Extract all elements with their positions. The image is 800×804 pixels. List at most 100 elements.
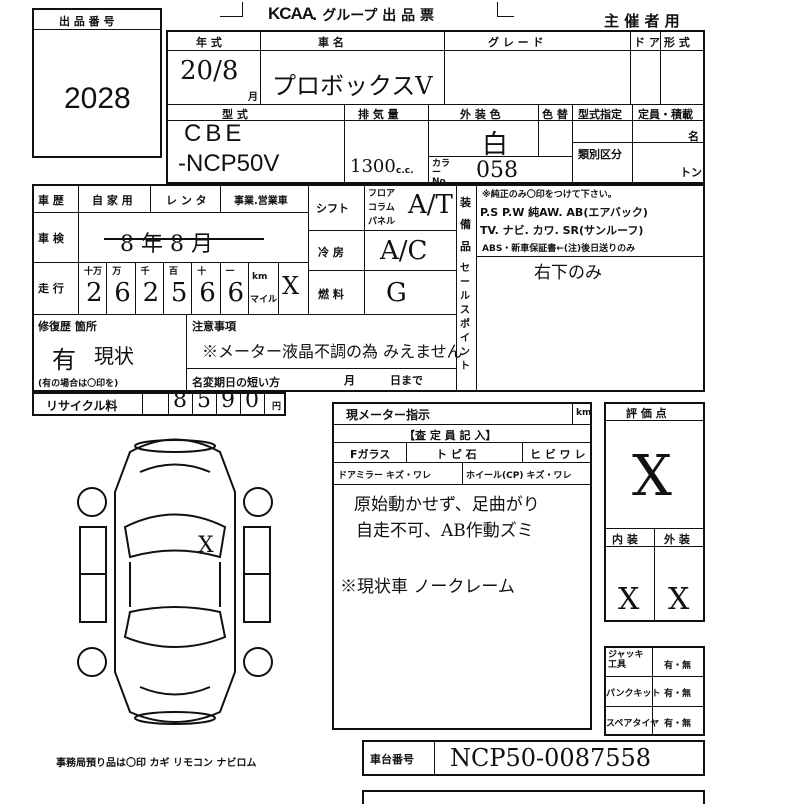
- shift-option-column: コラム: [368, 203, 395, 213]
- interior-label: 内 装: [612, 533, 638, 546]
- puncture-kit-label: パンクキット: [606, 689, 661, 699]
- mileage-digit-header: 十: [197, 267, 207, 277]
- lot-number-label: 出 品 番 号: [59, 15, 115, 28]
- model-label: 型 式: [222, 108, 248, 121]
- color-change-label: 色 替: [542, 108, 568, 121]
- repair-history-value: 有: [52, 346, 76, 374]
- color-no-value: 058: [476, 158, 518, 183]
- chassis-number-label: 車台番号: [370, 753, 414, 766]
- year-label: 年 式: [196, 36, 222, 49]
- remark-line-1: 原始動かせず、足曲がり: [354, 495, 540, 515]
- color-no-label: カラーNo.: [432, 159, 451, 187]
- model-value-2: -NCP50V: [178, 150, 280, 177]
- shift-value: A/T: [408, 190, 453, 220]
- form-title: . グループ 出 品 票: [312, 8, 434, 24]
- inspection-label: 車 検: [38, 232, 64, 245]
- fuel-value: G: [386, 278, 407, 308]
- puncture-kit-value: 有・無: [664, 689, 692, 699]
- interior-mark: X: [618, 582, 640, 617]
- shift-option-floor: フロア: [368, 189, 396, 199]
- chassis-number-value: NCP50-0087558: [450, 744, 652, 772]
- crack-label: ヒ ビ ワ レ: [530, 448, 586, 461]
- appraiser-label: 【査 定 員 記 入】: [404, 429, 497, 442]
- deadline-day: 日まで: [390, 374, 423, 387]
- spare-tire-value: 有・無: [664, 719, 692, 729]
- svg-text:X: X: [198, 533, 214, 558]
- sales-point-label: セールスポイント: [460, 263, 470, 372]
- wheel-label: ホイール(CP) キズ・ワレ: [466, 471, 572, 481]
- year-value: 20/8: [180, 56, 239, 86]
- grade-label: グ レ ー ド: [488, 36, 544, 49]
- inspection-value: 8 年 8 月: [120, 232, 213, 257]
- mileage-digit: 6: [114, 278, 131, 308]
- color-value: 白: [482, 130, 509, 160]
- month-suffix: 月: [248, 92, 258, 103]
- fuel-label: 燃 料: [318, 288, 344, 301]
- deadline-month: 月: [344, 374, 355, 387]
- model-value-1: CBE: [184, 120, 246, 147]
- business-use-label: 事業.営業車: [234, 196, 288, 207]
- mileage-digit-header: 百: [168, 267, 178, 277]
- repair-history-hint: (有の場合は〇印を): [38, 379, 119, 389]
- equipment-label: 装 備 品: [460, 196, 471, 253]
- recycle-fee-digit: 9: [221, 388, 235, 413]
- category-label: 類別区分: [578, 148, 622, 161]
- door-label: ド ア: [634, 36, 660, 49]
- inspection-strike: [104, 238, 264, 240]
- ac-label: 冷 房: [318, 246, 344, 259]
- bottom-box: [362, 790, 705, 804]
- corner-bracket-right: [497, 2, 514, 17]
- exterior-mark: X: [668, 582, 690, 617]
- car-name-label: 車 名: [318, 36, 344, 49]
- mileage-digit-header: 十万: [84, 267, 103, 277]
- recycle-fee-box: [32, 392, 286, 416]
- persons-unit: 名: [688, 130, 699, 143]
- mileage-label: 走 行: [38, 282, 64, 295]
- appraiser-frame: [332, 402, 592, 730]
- mileage-digit: 2: [86, 278, 103, 308]
- mileage-digit-header: 千: [140, 267, 150, 277]
- recycle-fee-digit: 8: [173, 388, 187, 413]
- repair-history-label: 修復歴 箇所: [38, 320, 97, 333]
- mirror-label: ドアミラー キズ・ワレ: [338, 471, 431, 481]
- equipment-line-2: TV. ナビ. カワ. SR(サンルーフ): [480, 224, 644, 237]
- exterior-color-label: 外 装 色: [460, 108, 501, 121]
- shift-label: シフト: [316, 202, 349, 215]
- accessories-frame: [604, 646, 705, 736]
- private-use-label: 自 家 用: [92, 194, 133, 207]
- lot-number-box: 出 品 番 号 2028: [32, 8, 162, 158]
- recycle-fee-label: リサイクル料: [46, 399, 118, 413]
- brand-logo: KCAA: [268, 4, 314, 23]
- remark-line-3: ※現状車 ノークレーム: [340, 577, 515, 597]
- recycle-fee-digit: 5: [197, 388, 211, 413]
- shift-option-panel: パネル: [368, 217, 396, 227]
- repair-history-note: 現状: [94, 344, 134, 368]
- lot-number: 2028: [64, 82, 131, 115]
- history-frame: [32, 184, 705, 392]
- mileage-digit: 5: [170, 278, 188, 308]
- mile-label: マイル: [250, 295, 278, 305]
- meter-km-label: km: [576, 408, 592, 418]
- equipment-note: ※純正のみ〇印をつけて下さい。: [482, 190, 617, 200]
- recycle-fee-digit: 0: [245, 388, 259, 413]
- rental-label: レ ン タ: [166, 194, 207, 207]
- meter-label: 現メーター指示: [346, 408, 431, 422]
- ac-value: A/C: [380, 236, 428, 266]
- mileage-digit: 6: [227, 278, 245, 308]
- exterior-label: 外 装: [664, 533, 690, 546]
- office-items-label: 事務局預り品は〇印 カギ リモコン ナビロム: [56, 758, 257, 769]
- equipment-line-3: ABS・新車保証書←(注)後日送りのみ: [482, 244, 636, 254]
- spare-tire-label: スペアタイヤ: [606, 719, 660, 729]
- shape-label: 形 式: [664, 36, 690, 49]
- windshield-label: Fガラス: [350, 448, 391, 461]
- displacement-unit: c.c.: [396, 166, 414, 176]
- mileage-digit: 6: [199, 278, 216, 308]
- mileage-unit-mark: X: [282, 272, 300, 300]
- remark-line-2: 自走不可、AB作動ズミ: [356, 521, 534, 541]
- mileage-digit-header: 一: [225, 267, 235, 277]
- vehicle-info-frame: [166, 30, 705, 184]
- deadline-label: 名変期日の短い方: [192, 376, 280, 389]
- chip-label: ト ピ 石: [436, 448, 477, 461]
- jack-tool-value: 有・無: [664, 661, 692, 671]
- organizer-label: 主 催 者 用: [604, 12, 680, 30]
